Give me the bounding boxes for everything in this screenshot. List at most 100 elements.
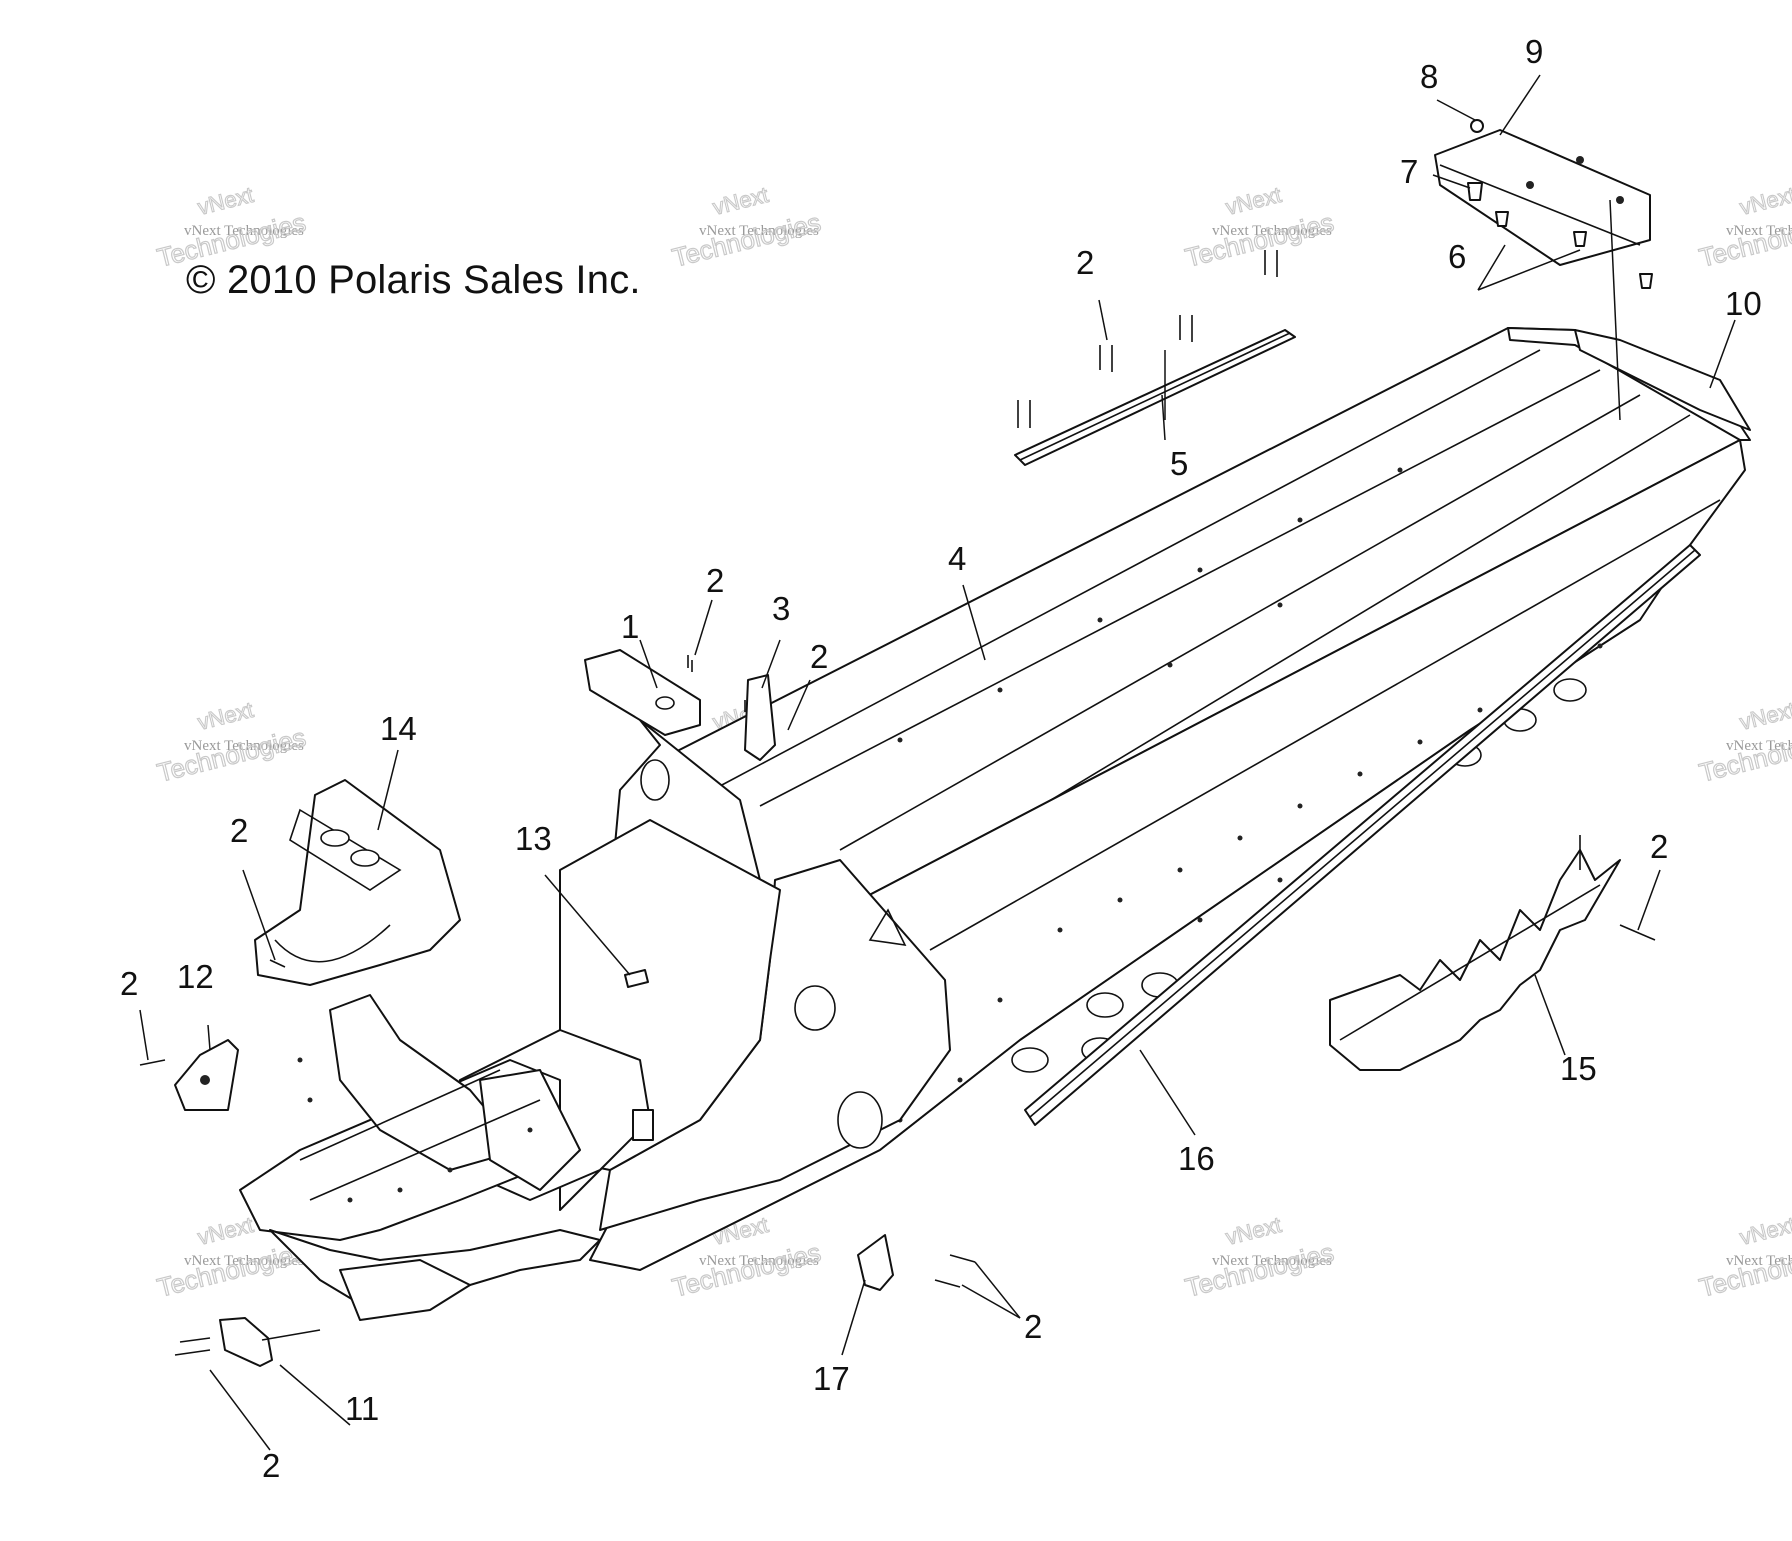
- leader-lines: [139, 74, 1736, 1451]
- stud-body: [624, 969, 649, 988]
- watermark: vNext vNext Technologies Technologies: [1182, 1211, 1338, 1303]
- callout-17: 17: [813, 1360, 850, 1397]
- bulkhead-cutout: [837, 1091, 883, 1149]
- rivets-part-2-rail: [1017, 250, 1278, 428]
- tunnel-hole: [1011, 1047, 1049, 1073]
- callout-2: 2: [1650, 828, 1668, 865]
- svg-text:Technologies: Technologies: [1182, 1237, 1337, 1303]
- svg-text:vNext Technologies: vNext Technologies: [1726, 738, 1792, 754]
- part-5-rail: [1014, 329, 1296, 466]
- rivet: [139, 1059, 166, 1066]
- loose-rivets: [139, 655, 1656, 1356]
- tunnel-deck-rib: [759, 369, 1601, 807]
- callout-2: 2: [230, 812, 248, 849]
- plate-body: [857, 1234, 894, 1291]
- svg-text:vNext Technologies: vNext Technologies: [699, 1253, 819, 1269]
- svg-text:vNext Technologies: vNext Technologies: [1726, 223, 1792, 239]
- svg-text:vNext: vNext: [1223, 1212, 1284, 1250]
- rivet: [174, 1349, 211, 1356]
- rivet: [1619, 924, 1656, 941]
- runner-edge: [1029, 549, 1696, 1118]
- callout-6: 6: [1448, 238, 1466, 275]
- watermark: vNext vNext Technologies Technologies: [154, 696, 310, 788]
- svg-text:Technologies: Technologies: [1182, 207, 1337, 273]
- tunnel-deck-rib: [839, 394, 1641, 851]
- callout-8: 8: [1420, 58, 1438, 95]
- callout-2: 2: [706, 562, 724, 599]
- bolt-part-6: [1495, 211, 1509, 227]
- rear-brace-edge: [1439, 164, 1641, 246]
- svg-text:vNext Technologies: vNext Technologies: [184, 1253, 304, 1269]
- svg-text:vNext: vNext: [1737, 697, 1792, 735]
- bracket-slot: [320, 829, 350, 847]
- callout-4: 4: [948, 540, 966, 577]
- part-11-cap: [219, 1317, 273, 1367]
- front-frame-rib: [309, 1099, 541, 1201]
- watermark: vNext vNext Technologies Technologies: [669, 181, 825, 273]
- svg-text:vNext Technologies: vNext Technologies: [699, 223, 819, 239]
- part-1-bracket: [584, 649, 701, 736]
- rivet-pattern: [297, 1057, 533, 1203]
- callout-3: 3: [772, 590, 790, 627]
- part-10-rear-bumper: [1574, 329, 1751, 431]
- svg-text:vNext: vNext: [195, 182, 256, 220]
- callout-labels: 1 2 3 2 4 5 2 6 7 8 9 10 11 2 12 2 13 14…: [120, 33, 1762, 1484]
- part-12-bracket: [174, 1039, 239, 1111]
- callout-11: 11: [345, 1390, 379, 1427]
- callout-9: 9: [1525, 33, 1543, 70]
- callout-1: 1: [621, 608, 639, 645]
- svg-text:Technologies: Technologies: [669, 207, 824, 273]
- tunnel-hole: [1553, 678, 1587, 702]
- callout-2: 2: [1076, 244, 1094, 281]
- svg-text:vNext Technologies: vNext Technologies: [184, 738, 304, 754]
- svg-text:vNext Technologies: vNext Technologies: [1212, 1253, 1332, 1269]
- bracket-curve: [274, 924, 391, 963]
- bracket-body: [744, 674, 776, 761]
- tunnel-hole: [1086, 992, 1124, 1018]
- nut-part-8: [1470, 119, 1484, 133]
- svg-text:Technologies: Technologies: [154, 722, 309, 788]
- callout-5: 5: [1170, 445, 1188, 482]
- bracket-hole: [655, 696, 675, 710]
- cap-body: [219, 1317, 273, 1367]
- rivet: [949, 1254, 976, 1263]
- callout-2: 2: [1024, 1308, 1042, 1345]
- svg-text:vNext: vNext: [1737, 1212, 1792, 1250]
- watermark: vNext vNext Technologies Technologies: [1696, 181, 1792, 273]
- part-13-stud: [624, 969, 649, 988]
- svg-text:vNext: vNext: [710, 182, 771, 220]
- svg-text:vNext: vNext: [195, 697, 256, 735]
- rail-edge: [1019, 332, 1291, 461]
- part-17-plate: [857, 1234, 894, 1291]
- svg-text:vNext: vNext: [1223, 182, 1284, 220]
- watermark: vNext vNext Technologies Technologies: [1696, 696, 1792, 788]
- part-9-rear-brace: [1434, 129, 1651, 266]
- bracket-body: [584, 649, 701, 736]
- hardware-7-8-6: [1467, 119, 1653, 289]
- callout-2: 2: [262, 1447, 280, 1484]
- callout-13: 13: [515, 820, 552, 857]
- bulkhead-cutout: [640, 759, 670, 801]
- front-frame-rib: [299, 1069, 501, 1161]
- copyright-notice: © 2010 Polaris Sales Inc.: [186, 258, 641, 302]
- watermark: vNext vNext Technologies Technologies: [1182, 181, 1338, 273]
- rivet: [179, 1337, 211, 1343]
- part-14-bracket: [254, 779, 461, 986]
- callout-2: 2: [120, 965, 138, 1002]
- bulkhead-tag: [632, 1109, 654, 1141]
- rivet: [934, 1279, 961, 1288]
- rear-brace-body: [1434, 129, 1651, 266]
- callout-14: 14: [380, 710, 417, 747]
- svg-text:vNext Technologies: vNext Technologies: [184, 223, 304, 239]
- rear-bumper-body: [1574, 329, 1751, 431]
- protector-crease: [1339, 884, 1601, 1041]
- svg-text:vNext: vNext: [195, 1212, 256, 1250]
- part-3-bracket: [691, 660, 776, 761]
- bulkhead-handle-slot: [868, 908, 907, 947]
- callout-16: 16: [1178, 1140, 1215, 1177]
- front-frame: [239, 994, 601, 1321]
- callout-7: 7: [1400, 153, 1418, 190]
- callout-2: 2: [810, 638, 828, 675]
